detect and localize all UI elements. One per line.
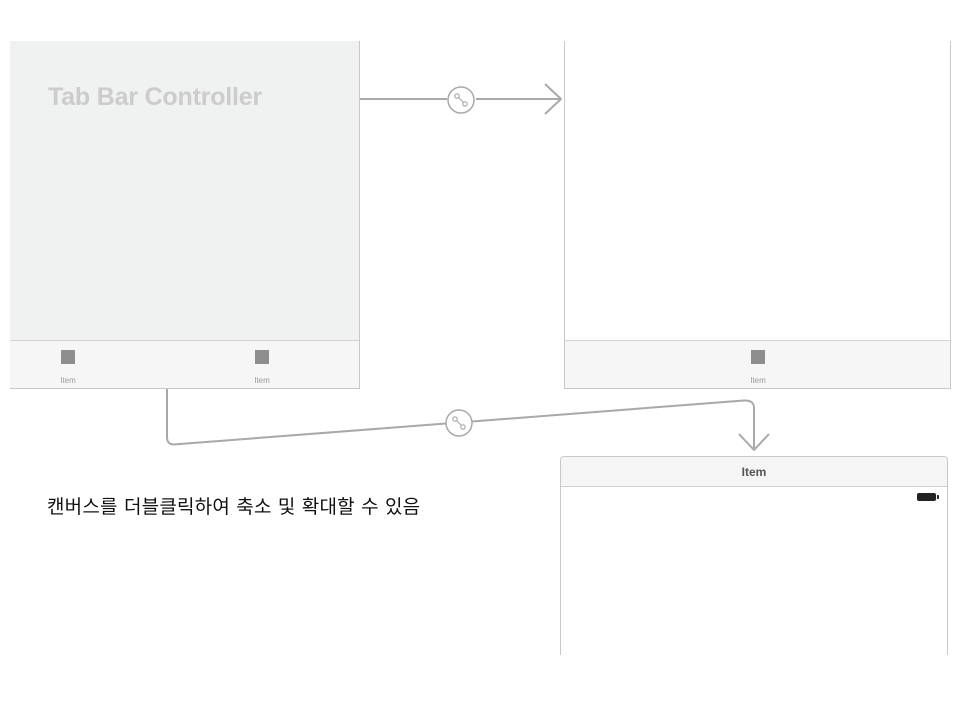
relationship-segue-to-item-1[interactable] [360,83,562,115]
tab-bar-item-label: Item [750,376,766,385]
arrowhead-icon [738,433,770,451]
item-scene-2-title: Item [741,465,767,479]
tab-bar-item-2[interactable]: Item [242,350,282,386]
tab-bar-controller-tab-bar[interactable]: Item Item [10,340,359,388]
tab-square-icon [61,350,75,364]
item-scene-1-tab-item[interactable]: Item [738,350,778,386]
tab-square-icon [255,350,269,364]
relationship-segue-to-item-2[interactable] [166,389,770,451]
segue-link-icon[interactable] [447,86,475,114]
tab-bar-controller-title: Tab Bar Controller [48,83,263,111]
tab-bar-item-1[interactable]: Item [48,350,88,386]
segue-link-icon[interactable] [445,409,473,437]
tab-bar-item-label: Item [254,376,270,385]
zoom-hint-caption: 캔버스를 더블클릭하여 축소 및 확대할 수 있음 [47,496,421,518]
arrowhead-icon [544,83,562,115]
item-scene-1[interactable]: Item [564,41,951,389]
item-scene-1-tab-bar[interactable]: Item [565,340,950,388]
tab-bar-controller-scene[interactable]: Tab Bar Controller Item Item [10,41,360,389]
item-scene-2-header[interactable]: Item [561,457,947,487]
item-scene-2[interactable]: Item [560,456,948,655]
tab-square-icon [751,350,765,364]
tab-bar-item-label: Item [60,376,76,385]
battery-icon [917,493,939,501]
